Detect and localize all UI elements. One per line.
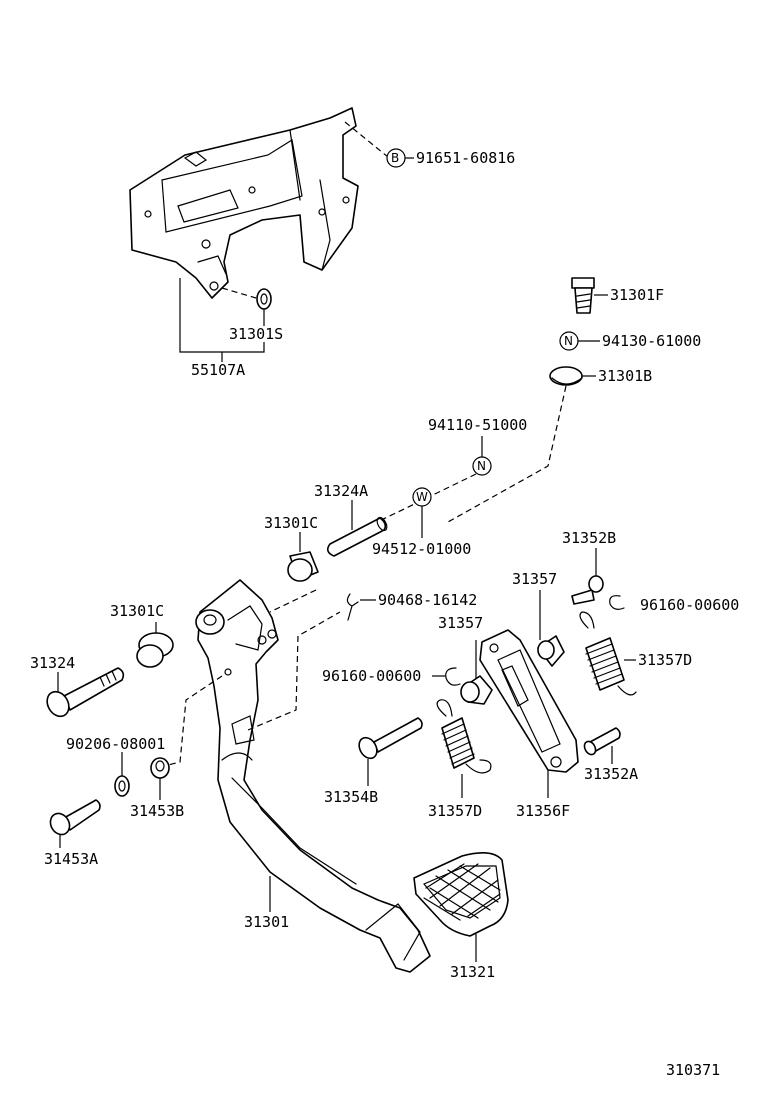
bolt-31453a [49,799,101,848]
lever-31356f [479,629,579,798]
bolt-31301f [571,277,608,314]
collar-31324a [326,500,388,557]
pedal-bracket [129,107,359,299]
label-55107a: 55107A [191,361,245,379]
washer-90206 [114,752,130,797]
symbol-w: W [416,490,428,504]
label-31301c-top: 31301C [264,514,318,532]
pin-31352a [583,727,621,764]
washer-94110: N [472,436,492,476]
label-31301f: 31301F [610,286,664,304]
label-31324: 31324 [30,654,75,672]
label-90468-16142: 90468-16142 [378,591,477,609]
figure-number: 310371 [666,1061,720,1079]
bushing-31301c-top [287,532,319,582]
bolt-31324 [46,667,125,718]
label-31354b: 31354B [324,788,378,806]
symbol-n: N [477,459,486,473]
label-31357-top: 31357 [512,570,557,588]
label-31301s: 31301S [229,325,283,343]
ering-96160-right [609,595,625,610]
pedal-pad-31321 [413,852,509,962]
label-96160-00600-right: 96160-00600 [640,596,739,614]
bushing-31357-top [537,590,565,667]
label-31301c-left: 31301C [110,602,164,620]
label-31356f: 31356F [516,802,570,820]
label-31352b: 31352B [562,529,616,547]
spring-31357d-right [579,611,637,696]
bushing-31453b [150,757,170,800]
label-90206-08001: 90206-08001 [66,735,165,753]
label-31357d-bottom: 31357D [428,802,482,820]
ering-96160-mid [432,667,461,686]
symbol-n: N [564,334,573,348]
label-31301: 31301 [244,913,289,931]
label-94512-01000: 94512-01000 [372,540,471,558]
symbol-b: B [391,151,399,165]
label-31453a: 31453A [44,850,98,868]
label-31324a: 31324A [314,482,368,500]
label-31357-mid: 31357 [438,614,483,632]
clip-90468 [346,593,376,621]
pivot-axis-line [447,385,567,523]
grease-94512: W [412,487,432,538]
bushing-31301c-left [136,622,174,668]
bushing-31357-mid [460,640,493,705]
pedal-arm-31301 [195,579,431,973]
label-31453b: 31453B [130,802,184,820]
label-31321: 31321 [450,963,495,981]
cap-31301b [549,366,596,386]
nut-94130: N [559,331,600,351]
label-31357d-right: 31357D [638,651,692,669]
label-94130-61000: 94130-61000 [602,332,701,350]
label-96160-00600-mid: 96160-00600 [322,667,421,685]
bolt-31352b [571,548,604,605]
label-31352a: 31352A [584,765,638,783]
label-94110-51000: 94110-51000 [428,416,527,434]
spring-31357d-bottom [436,699,492,798]
bolt-31354b [358,717,423,786]
bushing-31301s [221,287,272,326]
label-91651-60816: 91651-60816 [416,149,515,167]
label-31301b: 31301B [598,367,652,385]
